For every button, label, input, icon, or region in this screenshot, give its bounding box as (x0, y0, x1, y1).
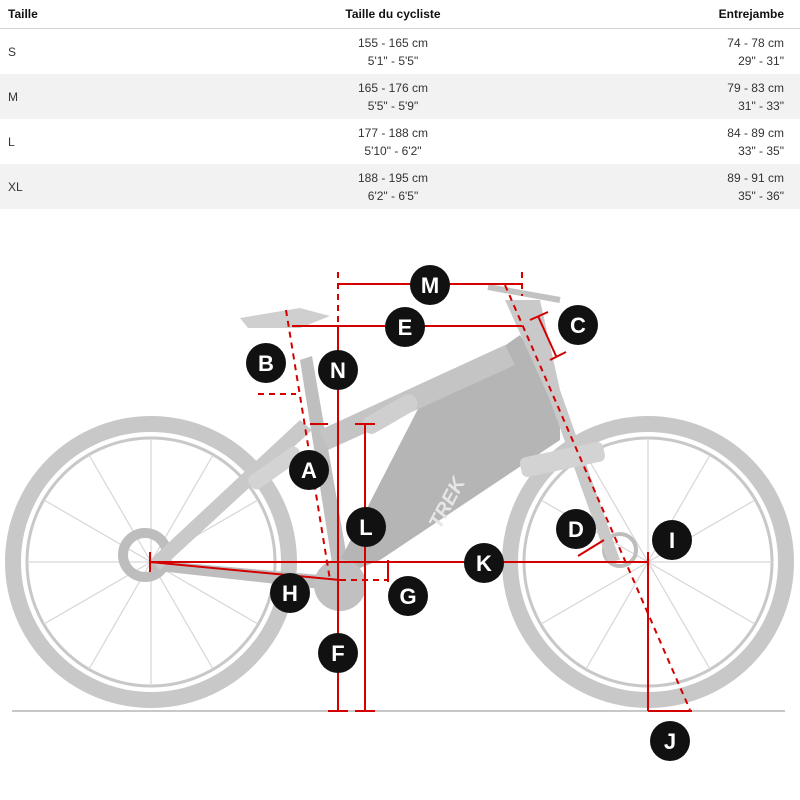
label-e: E (385, 307, 425, 347)
rider-height-cell: 177 - 188 cm 5'10" - 6'2" (178, 119, 608, 164)
rider-height-cm: 165 - 176 cm (357, 80, 429, 95)
rider-height-cell: 155 - 165 cm 5'1" - 5'5" (178, 29, 608, 75)
label-i: I (652, 520, 692, 560)
table-row-xl: XL 188 - 195 cm 6'2" - 6'5" 89 - 91 cm 3… (0, 164, 800, 209)
dim-h-chainstay-line (149, 561, 341, 581)
label-d: D (556, 509, 596, 549)
header-rider-height: Taille du cycliste (178, 0, 608, 29)
inseam-cm: 84 - 89 cm (727, 125, 784, 140)
dim-head-tube-axis (504, 284, 691, 711)
inseam-in: 31" - 33" (738, 98, 784, 113)
dim-d-tick (577, 539, 605, 557)
table-row-m: M 165 - 176 cm 5'5" - 5'9" 79 - 83 cm 31… (0, 74, 800, 119)
size-cell: XL (0, 164, 178, 209)
dim-seat-tube-axis (285, 309, 331, 581)
label-l-text: L (359, 515, 372, 540)
rider-height-in: 5'1" - 5'5" (367, 53, 419, 68)
inseam-cm: 79 - 83 cm (727, 80, 784, 95)
label-g: G (388, 576, 428, 616)
label-h-text: H (282, 581, 298, 606)
inseam-in: 35" - 36" (738, 188, 784, 203)
header-inseam: Entrejambe (608, 0, 800, 29)
label-e-text: E (398, 315, 413, 340)
dim-c-bottom-tick (549, 351, 567, 361)
size-cell: L (8, 134, 15, 149)
rider-height-cm: 188 - 195 cm (357, 170, 429, 185)
label-d-text: D (568, 517, 584, 542)
rear-fender (248, 446, 302, 490)
dim-c-line (537, 315, 557, 357)
table-header-row: Taille Taille du cycliste Entrejambe (0, 0, 800, 29)
label-m: M (410, 265, 450, 305)
label-k-text: K (476, 551, 492, 576)
inseam-cm: 89 - 91 cm (727, 170, 784, 185)
rider-height-in: 5'10" - 6'2" (364, 143, 422, 158)
rider-height-cell: 165 - 176 cm 5'5" - 5'9" (178, 74, 608, 119)
rider-height-in: 5'5" - 5'9" (367, 98, 419, 113)
handlebar (487, 284, 561, 303)
label-m-text: M (421, 273, 439, 298)
down-tube (330, 335, 560, 580)
label-b: B (246, 343, 286, 383)
dim-c-top-tick (529, 311, 549, 321)
label-b-text: B (258, 351, 274, 376)
seatstay (150, 420, 312, 570)
inseam-in: 29" - 31" (738, 53, 784, 68)
rear-shock (362, 394, 418, 434)
motor-housing (314, 559, 366, 611)
label-c-text: C (570, 313, 586, 338)
label-h: H (270, 573, 310, 613)
table-row-l: L 177 - 188 cm 5'10" - 6'2" 84 - 89 cm 3… (0, 119, 800, 164)
inseam-cm: 74 - 78 cm (727, 35, 784, 50)
header-size: Taille (0, 0, 178, 29)
rider-height-in: 6'2" - 6'5" (367, 188, 419, 203)
size-chart-table: Taille Taille du cycliste Entrejambe S 1… (0, 0, 800, 209)
label-a: A (289, 450, 329, 490)
size-cell: M (0, 74, 178, 119)
inseam-cell: 79 - 83 cm 31" - 33" (608, 74, 800, 119)
label-a-text: A (301, 458, 317, 483)
inseam-cell: 89 - 91 cm 35" - 36" (608, 164, 800, 209)
table-row-s: S 155 - 165 cm 5'1" - 5'5" 74 - 78 cm 29… (0, 29, 800, 75)
label-k: K (464, 543, 504, 583)
rider-height-cm: 155 - 165 cm (357, 35, 429, 50)
label-l: L (346, 507, 386, 547)
rider-height-cm: 177 - 188 cm (357, 125, 429, 140)
label-c: C (558, 305, 598, 345)
label-j-text: J (664, 729, 676, 754)
label-f: F (318, 633, 358, 673)
rider-height-cell: 188 - 195 cm 6'2" - 6'5" (178, 164, 608, 209)
size-cell: S (8, 44, 17, 59)
inseam-cell: 74 - 78 cm 29" - 31" (608, 29, 800, 75)
label-j: J (650, 721, 690, 761)
label-g-text: G (399, 584, 416, 609)
fork (505, 300, 620, 562)
label-n-text: N (330, 358, 346, 383)
inseam-in: 33" - 35" (738, 143, 784, 158)
label-f-text: F (331, 641, 344, 666)
label-i-text: I (669, 528, 675, 553)
inseam-cell: 84 - 89 cm 33" - 35" (608, 119, 800, 164)
front-fender (519, 441, 605, 477)
label-n: N (318, 350, 358, 390)
saddle (240, 308, 330, 328)
